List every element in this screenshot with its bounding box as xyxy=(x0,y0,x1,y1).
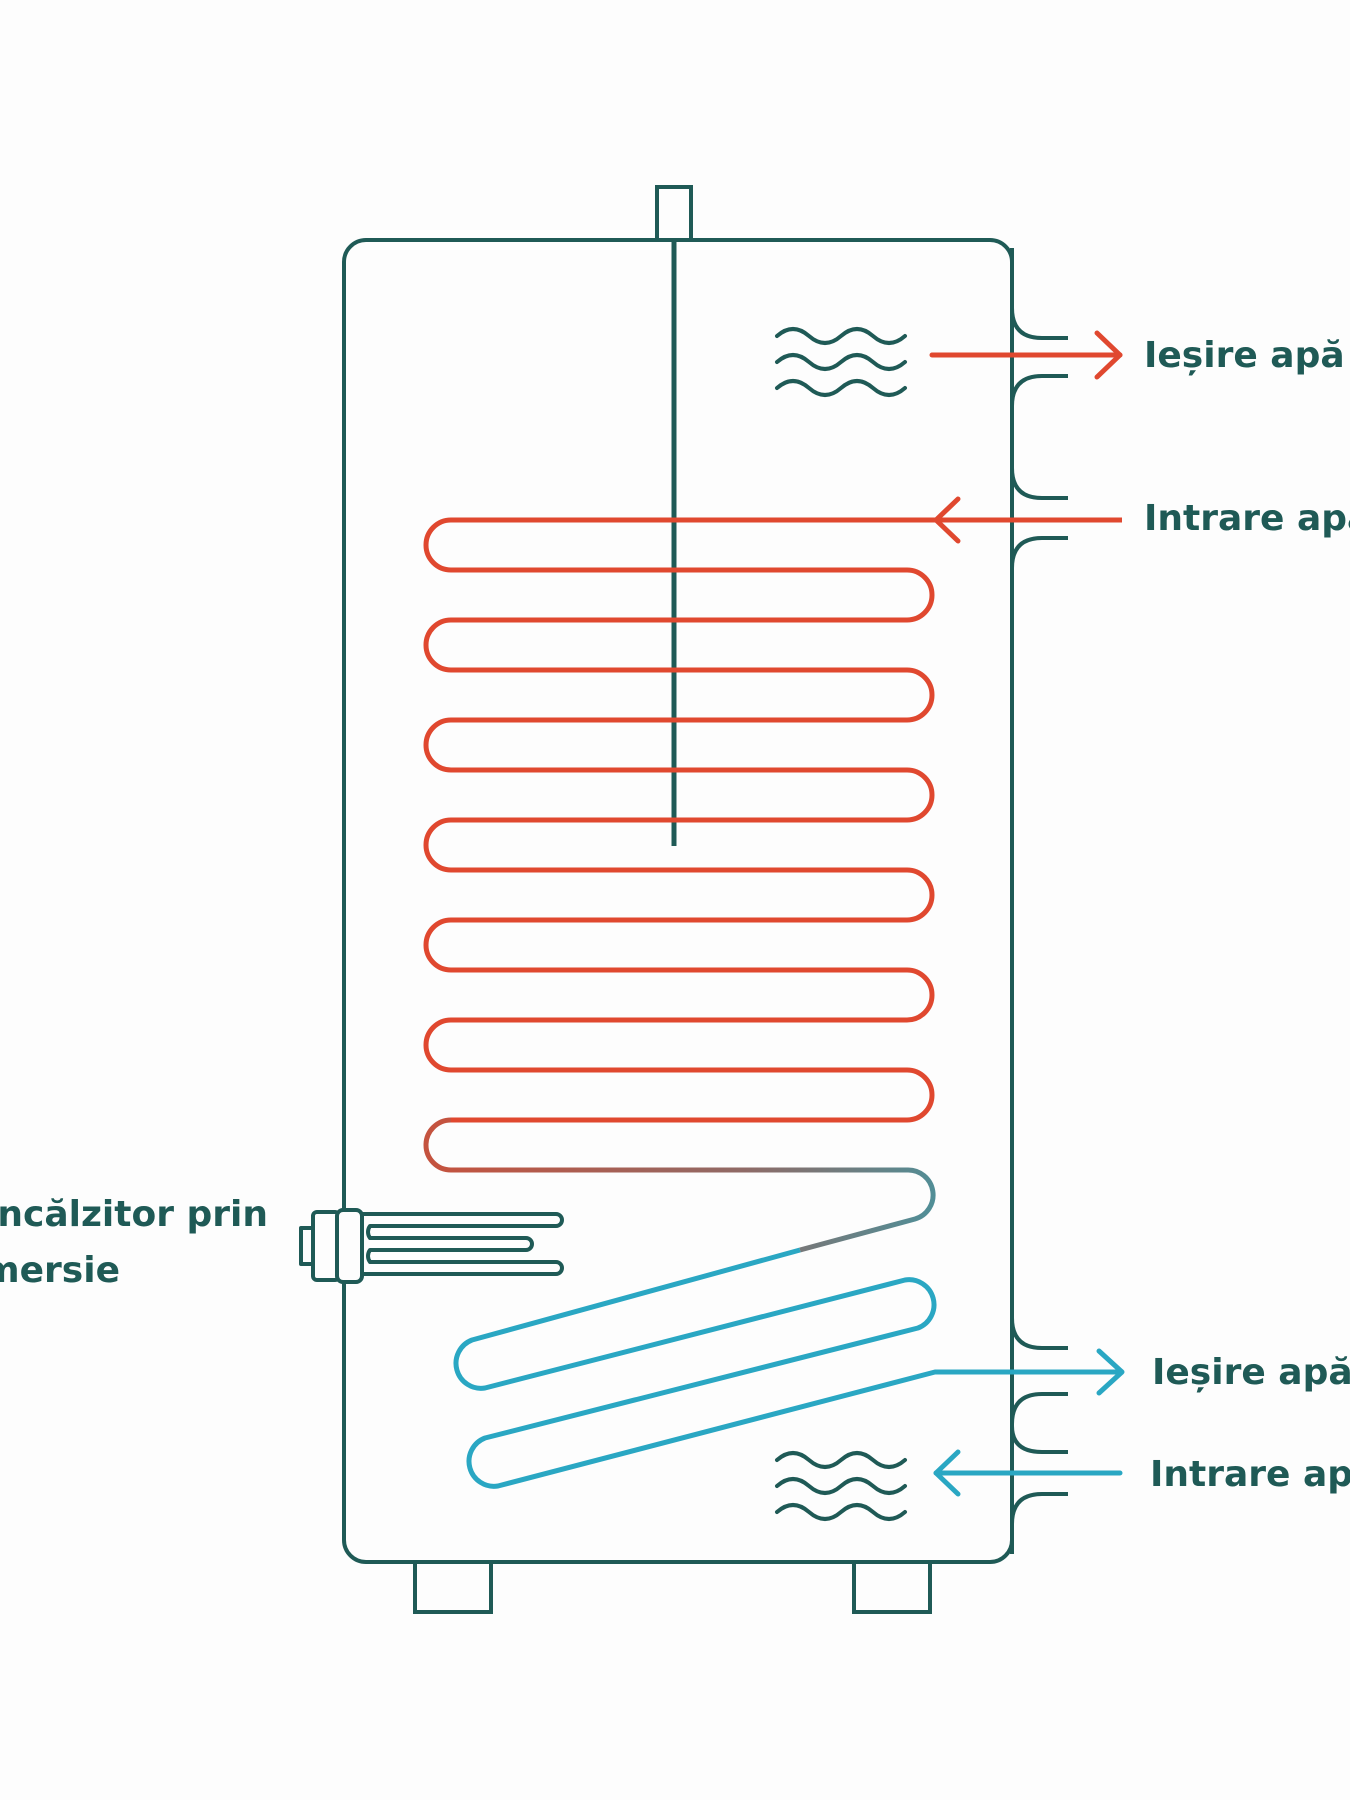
label-top-inlet: Intrare apă xyxy=(1144,498,1350,539)
label-bottom-inlet: Intrare apă xyxy=(1150,1454,1350,1495)
hot-water-waves-icon xyxy=(775,327,907,397)
label-top-outlet: Ieșire apă xyxy=(1144,335,1345,376)
arrow-top-inlet xyxy=(933,496,961,544)
arrow-bottom-inlet xyxy=(933,1449,1123,1497)
cold-heating-coil xyxy=(453,1247,1122,1489)
tank-foot-left xyxy=(413,1560,493,1614)
bracket-bottom-connections xyxy=(1010,1392,1068,1454)
immersion-heater-icon xyxy=(299,1208,564,1284)
cold-water-waves-icon xyxy=(775,1451,907,1521)
bracket-coil-connections xyxy=(1010,374,1068,500)
sensor-cap xyxy=(655,185,693,242)
bracket-bottom-inlet xyxy=(1010,1492,1068,1554)
coil-transition xyxy=(423,1117,936,1253)
label-bottom-outlet: Ieșire apă xyxy=(1152,1352,1350,1393)
tank-body xyxy=(342,238,1014,1564)
arrow-top-outlet xyxy=(929,330,1123,380)
arrow-bottom-outlet xyxy=(1096,1348,1125,1396)
label-immersion-heater-line1: Încălzitor prin xyxy=(0,1193,268,1235)
label-immersion-heater-line2: imersie xyxy=(0,1250,120,1291)
bracket-top-outlet xyxy=(1010,248,1068,340)
bracket-tank-side xyxy=(1010,536,1068,1350)
hot-heating-coil xyxy=(423,517,1122,1123)
tank-foot-right xyxy=(852,1560,932,1614)
